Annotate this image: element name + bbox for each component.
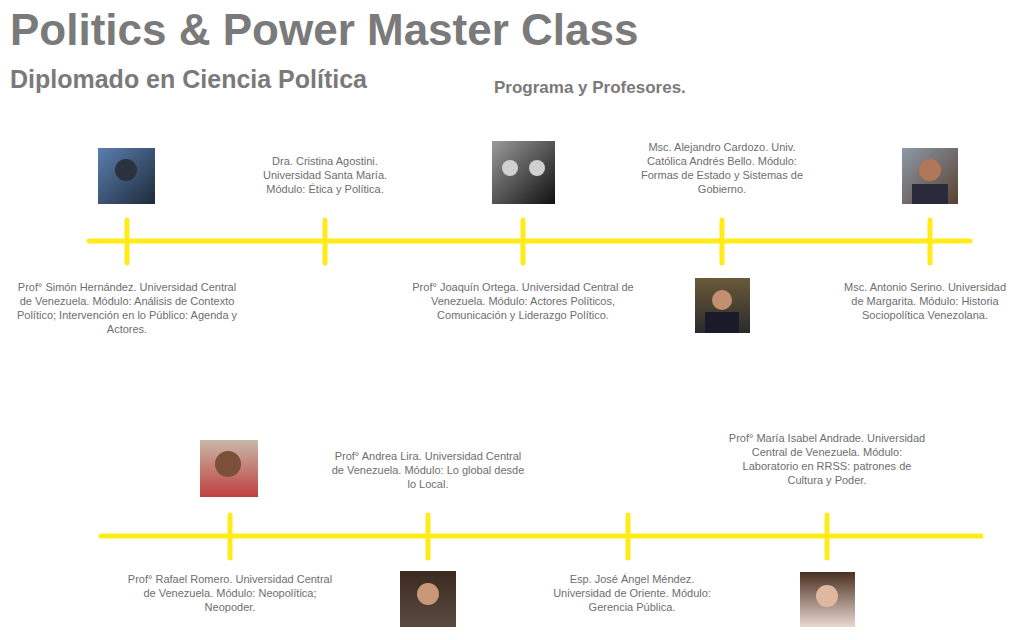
professor-label: Esp. José Ángel Méndez. Universidad de O… [552, 572, 712, 614]
subtitle: Diplomado en Ciencia Política [10, 64, 367, 95]
professor-label: Dra. Cristina Agostini. Universidad Sant… [250, 154, 400, 196]
professor-label: Prof° Joaquín Ortega. Universidad Centra… [405, 280, 641, 322]
professor-label: Msc. Alejandro Cardozo. Univ. Católica A… [637, 140, 807, 196]
professor-label: Prof° Andrea Lira. Universidad Central d… [330, 449, 526, 491]
diagram-title: Politics & Power Master Class [10, 4, 638, 56]
professor-label: Prof° Rafael Romero. Universidad Central… [125, 572, 335, 614]
professor-label: Prof° Simón Hernández. Universidad Centr… [14, 280, 240, 336]
professor-label: Msc. Antonio Serino. Universidad de Marg… [840, 280, 1010, 322]
professor-label: Prof° María Isabel Andrade. Universidad … [727, 431, 927, 487]
portrait-photos [98, 141, 958, 627]
subtitle: Programa y Profesores. [494, 76, 686, 99]
timeline [89, 220, 981, 558]
